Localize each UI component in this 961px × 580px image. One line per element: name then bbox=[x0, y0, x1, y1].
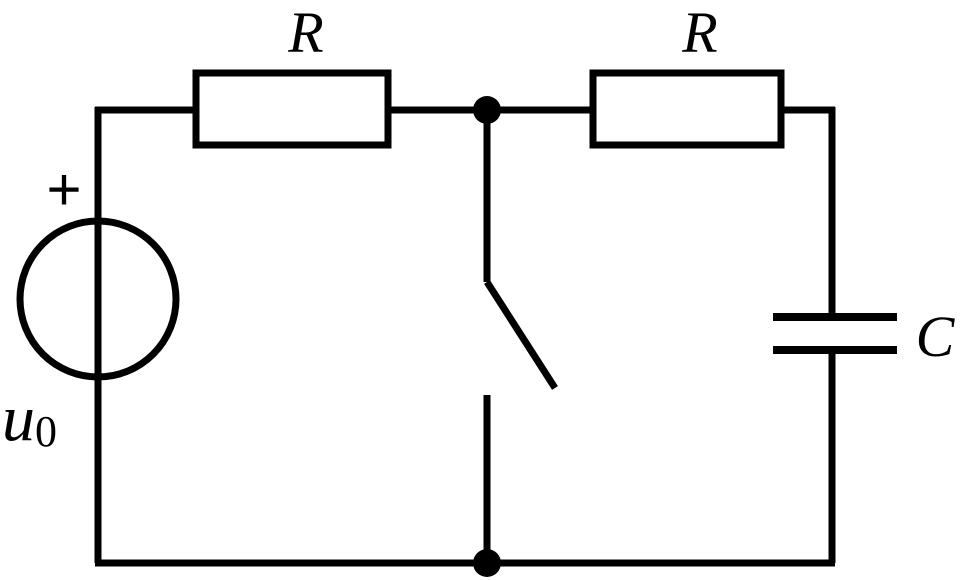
source-label-symbol: u bbox=[2, 382, 35, 455]
resistor-left-label: R bbox=[287, 0, 323, 65]
junction-node-top bbox=[473, 96, 501, 124]
source-polarity-plus: + bbox=[46, 156, 81, 223]
source-label: u0 bbox=[2, 382, 57, 456]
resistor-right-label: R bbox=[681, 0, 717, 65]
voltage-source bbox=[16, 217, 180, 381]
resistor-right bbox=[589, 69, 785, 149]
source-label-subscript: 0 bbox=[35, 407, 57, 456]
junction-node-bottom bbox=[473, 549, 501, 577]
capacitor-label: C bbox=[916, 304, 956, 369]
switch-blade bbox=[484, 280, 558, 390]
resistor-left bbox=[192, 69, 392, 149]
wires bbox=[94, 106, 836, 567]
